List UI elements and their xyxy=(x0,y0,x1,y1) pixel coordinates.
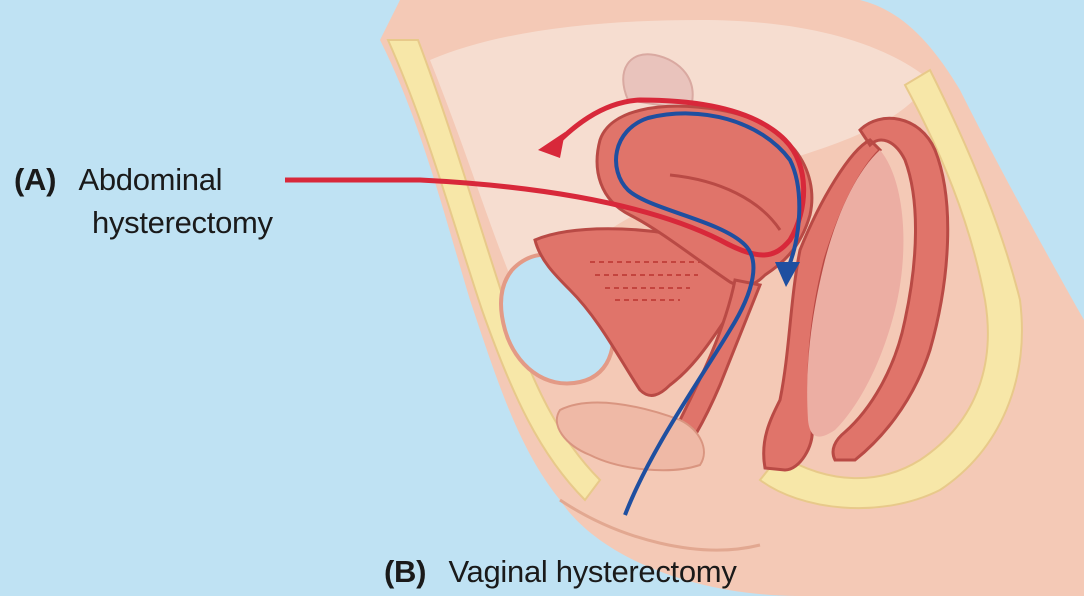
label-b-text: Vaginal hysterectomy xyxy=(448,554,736,589)
label-b-marker: (B) xyxy=(384,554,426,589)
label-b: (B) Vaginal hysterectomy xyxy=(384,554,737,590)
label-a-line1: Abdominal xyxy=(78,162,222,197)
label-a-marker: (A) xyxy=(14,162,56,197)
label-a-line2: hysterectomy xyxy=(92,205,273,241)
label-a: (A) Abdominal xyxy=(14,162,222,198)
